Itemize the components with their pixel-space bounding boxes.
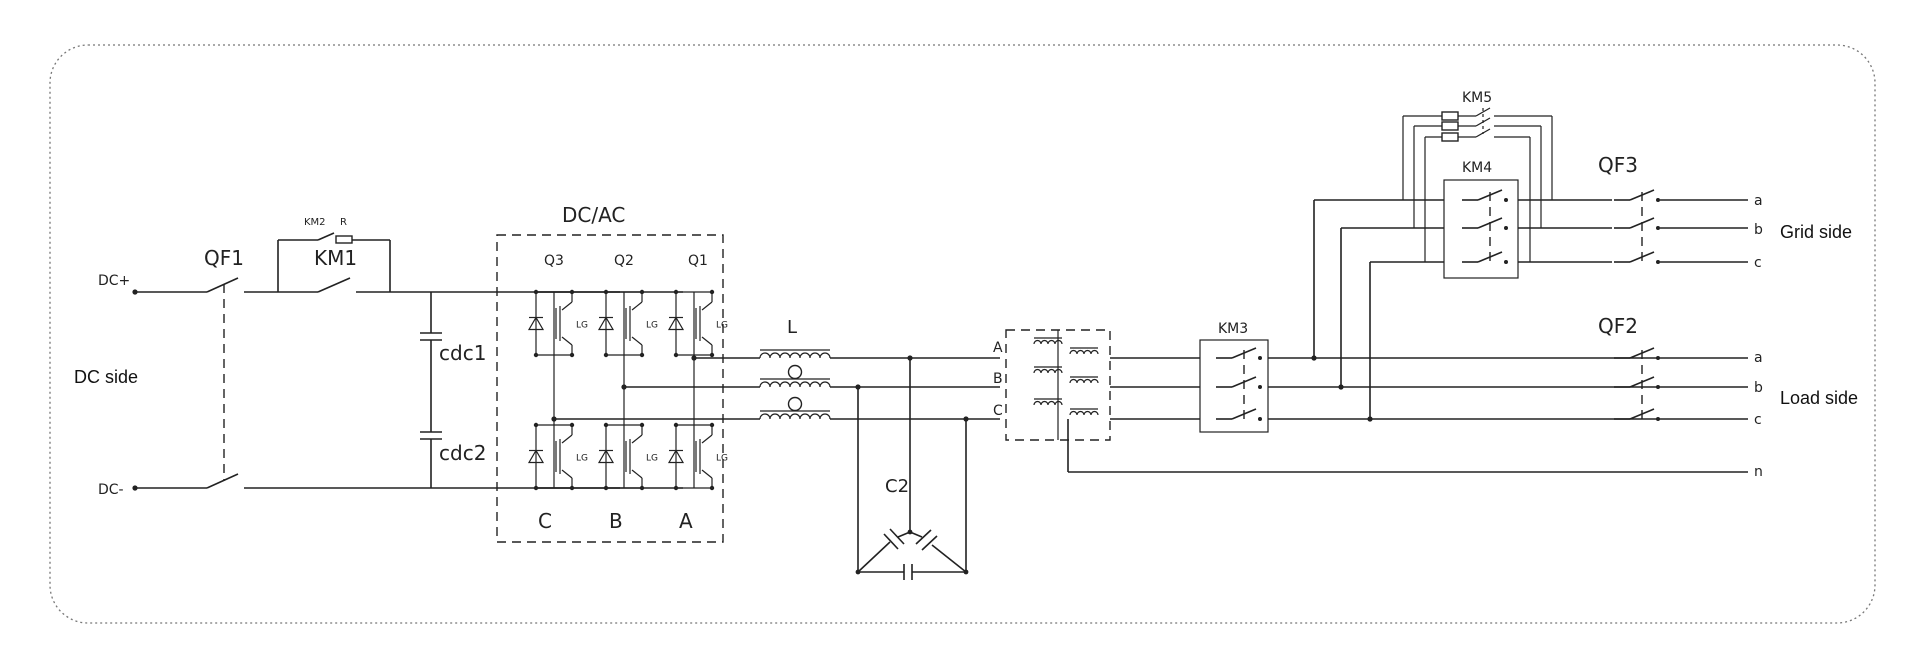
- ac-filter: L C2: [759, 317, 1000, 580]
- resistor-r: [335, 235, 353, 244]
- km4-contacts: [1462, 189, 1508, 266]
- km5-resistor-2: [1441, 121, 1459, 131]
- dc-plus-label: DC+: [98, 273, 130, 289]
- km1-label: KM1: [314, 246, 357, 270]
- grid-side-label: Grid side: [1780, 222, 1852, 242]
- qf3-contacts: [1614, 189, 1660, 266]
- igbt-lower-3: LG: [667, 422, 728, 491]
- igbt-upper-3: LG: [667, 289, 728, 358]
- qf2-label: QF2: [1598, 314, 1638, 338]
- breaker-qf2: QF2 a b c n Load side: [1598, 314, 1858, 480]
- igbt-lower-2-lg-label: LG: [646, 454, 658, 464]
- km3-label: KM3: [1218, 321, 1248, 337]
- dc-input: DC+ DC- DC side: [74, 273, 138, 498]
- igbt-upper-3-lg-label: LG: [716, 321, 728, 331]
- leg-b-label: B: [609, 509, 623, 533]
- cdc1-label: cdc1: [439, 341, 486, 365]
- qf2-contacts: [1614, 347, 1660, 423]
- grid-c-label: c: [1754, 255, 1762, 271]
- transformer-winding-1: [1033, 337, 1099, 355]
- qf1-label: QF1: [204, 246, 244, 270]
- inductor-phase-2: [759, 364, 831, 388]
- grid-b-label: b: [1754, 222, 1763, 238]
- contactor-km3: KM3: [1199, 321, 1748, 433]
- load-b-label: b: [1754, 380, 1763, 396]
- c2-label: C2: [885, 476, 909, 497]
- load-side-label: Load side: [1780, 388, 1858, 408]
- load-a-label: a: [1754, 350, 1763, 366]
- tx-c-label: C: [993, 403, 1003, 419]
- q3-label: Q3: [544, 253, 564, 269]
- inductor-phase-1: [759, 349, 831, 359]
- inductor-phase-3: [759, 396, 831, 420]
- km5-resistor-3: [1441, 132, 1459, 142]
- km5-label: KM5: [1462, 90, 1492, 106]
- igbt-upper-2: LG: [597, 289, 658, 358]
- igbt-lower-2: LG: [597, 422, 658, 491]
- r-label: R: [340, 217, 347, 228]
- igbt-lower-1-lg-label: LG: [576, 454, 588, 464]
- dcac-label: DC/AC: [562, 203, 625, 227]
- transformer-winding-2: [1033, 366, 1099, 384]
- km3-contacts: [1216, 347, 1262, 423]
- transformer-winding-3: [1033, 398, 1099, 416]
- neutral-label: n: [1754, 464, 1763, 480]
- leg-a-label: A: [679, 509, 693, 533]
- km4-label: KM4: [1462, 160, 1492, 176]
- igbt-upper-2-lg-label: LG: [646, 321, 658, 331]
- inverter-leg-3: LG LG: [667, 289, 760, 491]
- inverter-box: [496, 234, 724, 543]
- q1-label: Q1: [688, 253, 708, 269]
- km2-label: KM2: [304, 217, 326, 228]
- igbt-lower-1: LG: [527, 422, 588, 491]
- igbt-upper-1: LG: [527, 289, 588, 358]
- igbt-upper-1-lg-label: LG: [576, 321, 588, 331]
- load-c-label: c: [1754, 412, 1762, 428]
- q2-label: Q2: [614, 253, 634, 269]
- breaker-qf1: QF1: [135, 246, 346, 489]
- tx-a-label: A: [993, 340, 1003, 356]
- cdc2-label: cdc2: [439, 441, 486, 465]
- inductor-label: L: [787, 317, 797, 338]
- inverter-dcac: DC/AC Q3 Q2 Q1 C B A LG LG LG LG LG LG: [496, 203, 760, 543]
- inverter-leg-1: LG LG: [527, 289, 760, 491]
- grid-branch: KM4 KM5 QF3 a b c: [1311, 90, 1852, 422]
- leg-c-label: C: [538, 509, 552, 533]
- km5-resistor-1: [1441, 111, 1459, 121]
- grid-a-label: a: [1754, 193, 1763, 209]
- transformer: A B C: [993, 329, 1748, 473]
- dc-minus-label: DC-: [98, 482, 124, 498]
- dc-side-label: DC side: [74, 367, 138, 387]
- precharge-circuit: KM2 R KM1: [277, 217, 620, 293]
- qf3-label: QF3: [1598, 153, 1638, 177]
- tx-b-label: B: [993, 371, 1003, 387]
- inverter-leg-2: LG LG: [597, 289, 760, 491]
- igbt-lower-3-lg-label: LG: [716, 454, 728, 464]
